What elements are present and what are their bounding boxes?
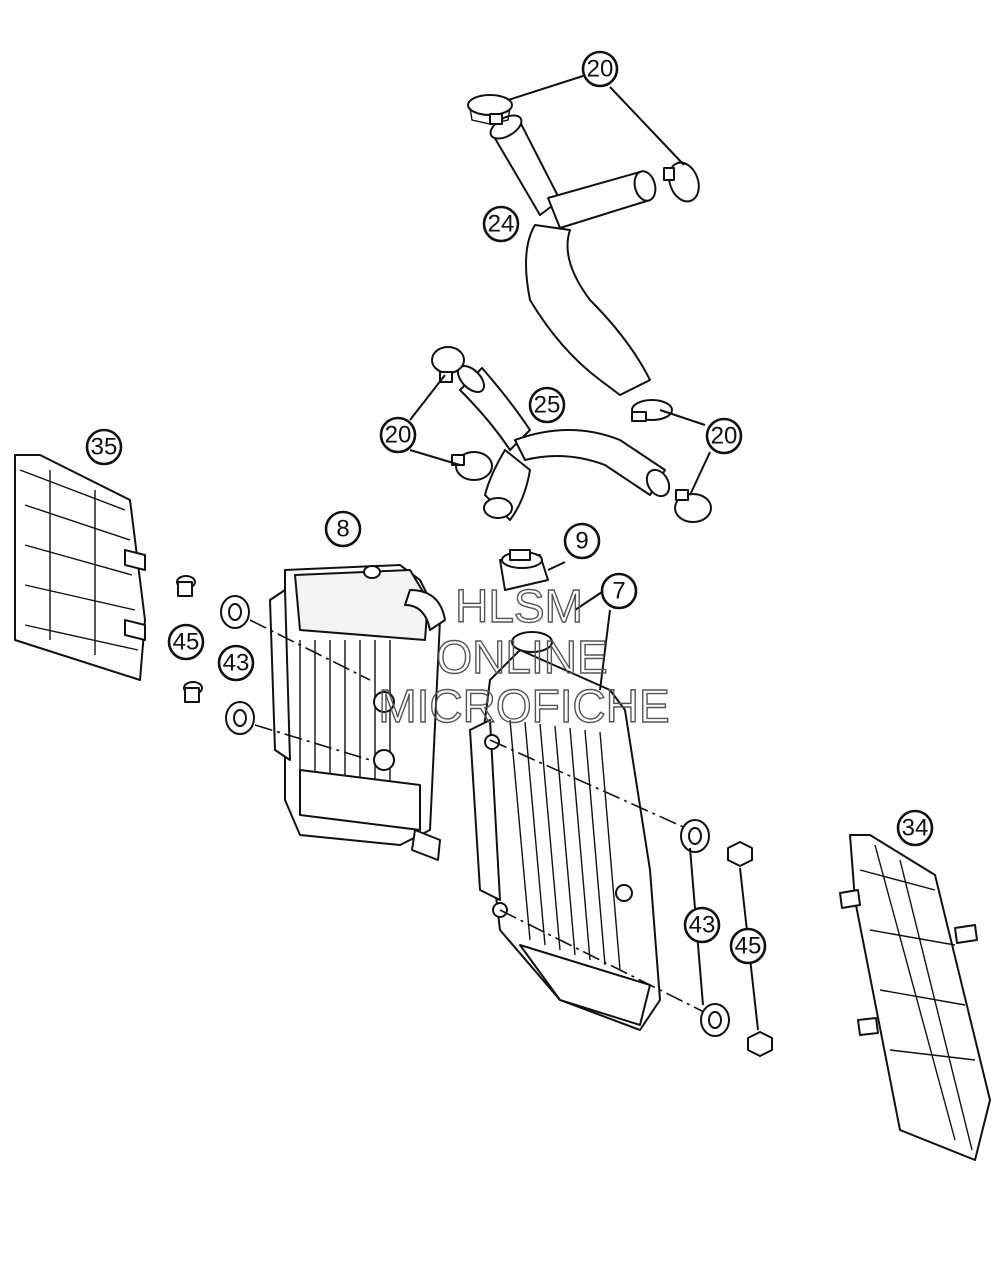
right-radiator-fins <box>509 719 621 971</box>
callout-25-label: 25 <box>534 392 561 419</box>
right-radiator <box>469 631 661 1031</box>
callout-20-left[interactable]: 20 <box>379 416 417 454</box>
callout-9[interactable]: 9 <box>563 522 601 560</box>
callout-9-label: 9 <box>575 528 588 555</box>
right-radiator-louver <box>839 834 991 1161</box>
callout-20-left-label: 20 <box>385 422 412 449</box>
callout-43-left-label: 43 <box>223 650 250 677</box>
left-radiator-fins <box>299 640 391 782</box>
right-screw-upper <box>727 841 753 867</box>
watermark: HLSM ONLINE MICROFICHE <box>378 579 671 732</box>
callout-7-label: 7 <box>612 578 625 605</box>
callout-34[interactable]: 34 <box>896 809 934 847</box>
hose-clamp-top-left <box>467 94 513 125</box>
callout-7[interactable]: 7 <box>600 572 638 610</box>
hose-clamp-right-lower <box>674 489 712 523</box>
callout-20-top-label: 20 <box>587 56 614 83</box>
upper-hose <box>489 114 657 396</box>
right-screw-lower <box>747 1031 773 1057</box>
left-grommet-upper <box>220 595 250 629</box>
left-radiator <box>269 564 446 861</box>
hose-clamp-right-upper <box>631 399 673 422</box>
radiator-cap <box>499 549 549 591</box>
callout-43-right-label: 43 <box>689 912 716 939</box>
callout-24[interactable]: 24 <box>482 205 520 243</box>
callout-35[interactable]: 35 <box>85 428 123 466</box>
hose-clamp-left-lower <box>451 451 493 481</box>
watermark-line-3: MICROFICHE <box>378 680 669 732</box>
callout-20-right-label: 20 <box>711 423 738 450</box>
callout-45-right[interactable]: 45 <box>729 927 767 965</box>
callout-43-left[interactable]: 43 <box>217 644 255 682</box>
watermark-line-2: ONLINE <box>436 631 607 683</box>
callout-25[interactable]: 25 <box>528 386 566 424</box>
right-grommet-lower <box>700 1003 730 1037</box>
callout-24-label: 24 <box>488 211 515 238</box>
callout-8[interactable]: 8 <box>324 510 362 548</box>
left-screw-lower <box>183 681 203 703</box>
lower-hose <box>457 365 671 521</box>
callout-43-right[interactable]: 43 <box>683 906 721 944</box>
callout-20-top[interactable]: 20 <box>581 50 619 88</box>
callout-20-right[interactable]: 20 <box>705 417 743 455</box>
hose-clamp-top-right <box>663 161 700 203</box>
left-screw-upper <box>176 575 196 597</box>
watermark-line-1: HLSM <box>455 580 583 632</box>
callout-8-label: 8 <box>336 516 349 543</box>
callout-34-label: 34 <box>902 815 929 842</box>
callout-45-right-label: 45 <box>735 933 762 960</box>
callout-45-left-label: 45 <box>173 629 200 656</box>
right-grommet-upper <box>680 819 710 853</box>
left-radiator-louver <box>14 454 146 681</box>
callout-35-label: 35 <box>91 434 118 461</box>
hose-clamp-left-upper <box>431 346 465 383</box>
left-grommet-lower <box>225 701 255 735</box>
callout-45-left[interactable]: 45 <box>167 623 205 661</box>
